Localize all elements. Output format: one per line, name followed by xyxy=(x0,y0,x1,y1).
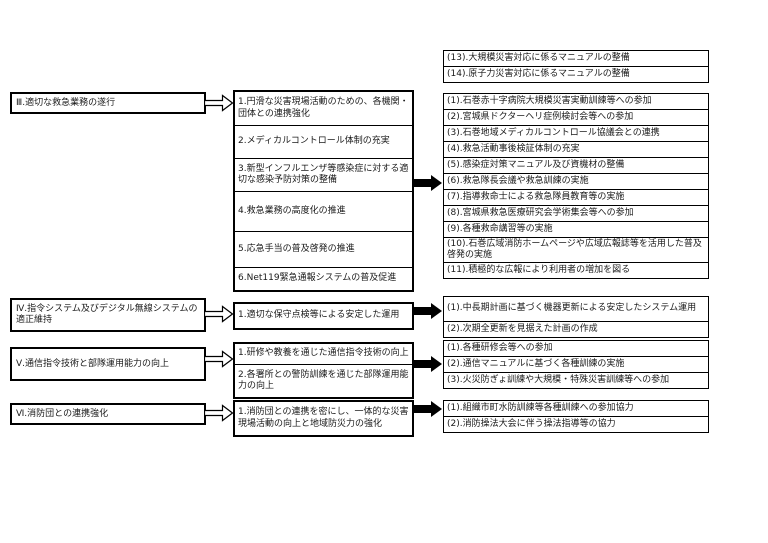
list-item: 1.研修や教養を通じた通信指令技術の向上 xyxy=(235,344,412,365)
top-right-stack: (13).大規模災害対応に係るマニュアルの整備 (14).原子力災害対応に係るマ… xyxy=(443,50,709,83)
list-item: 2.メディカルコントロール体制の充実 xyxy=(235,126,412,159)
list-item: (2).次期全更新を見据えた計画の作成 xyxy=(443,321,709,338)
middle-stack-4: 1.適切な保守点検等による安定した運用 xyxy=(233,302,414,330)
list-item: (7).指導救命士による救急隊員教育等の実施 xyxy=(443,189,709,206)
list-item: 3.新型インフルエンザ等感染症に対する適切な感染予防対策の整備 xyxy=(235,159,412,192)
list-item: (3).石巻地域メディカルコントロール協議会との連携 xyxy=(443,125,709,142)
list-item: 6.Net119緊急通報システムの普及促進 xyxy=(238,273,397,284)
list-item: (8).宮城県救急医療研究会学術集会等への参加 xyxy=(443,205,709,222)
arrow-solid-icon xyxy=(413,175,443,191)
list-item: (13).大規模災害対応に係るマニュアルの整備 xyxy=(443,50,709,67)
arrow-outline-icon xyxy=(203,350,234,368)
list-item: 2.各署所との警防訓練を通じた部隊運用能力の向上 xyxy=(238,369,409,391)
list-item: (2).通信マニュアルに基づく各種訓練の実施 xyxy=(443,356,709,373)
list-item: (6).救急隊長会議や救急訓練の実施 xyxy=(443,173,709,190)
heading-box-5: Ⅴ.通信指令技術と部隊運用能力の向上 xyxy=(10,347,206,381)
arrow-solid-icon xyxy=(413,401,443,417)
arrow-solid-icon xyxy=(413,303,443,319)
list-item: 1.消防団との連携を密にし、一体的な災害現場活動の向上と地域防災力の強化 xyxy=(238,407,409,429)
list-item: (1).中長期計画に基づく機器更新による安定したシステム運用 xyxy=(443,296,709,322)
right-stack-3: (1).石巻赤十字病院大規模災害実動訓練等への参加 (2).宮城県ドクターヘリ症… xyxy=(443,93,709,279)
middle-stack-3: 1.円滑な災害現場活動のための、各機関・団体との連携強化 2.メディカルコントロ… xyxy=(233,90,414,292)
list-item: (1).組織市町水防訓練等各種訓練への参加協力 xyxy=(443,400,709,417)
right-stack-4: (1).中長期計画に基づく機器更新による安定したシステム運用 (2).次期全更新… xyxy=(443,296,709,338)
arrow-outline-icon xyxy=(203,305,234,323)
list-item: 5.応急手当の普及啓発の推進 xyxy=(235,232,412,268)
arrow-outline-icon xyxy=(203,404,234,422)
right-stack-5: (1).各種研修会等への参加 (2).通信マニュアルに基づく各種訓練の実施 (3… xyxy=(443,340,709,389)
middle-stack-6: 1.消防団との連携を密にし、一体的な災害現場活動の向上と地域防災力の強化 xyxy=(233,400,414,437)
heading-box-3: Ⅲ.適切な救急業務の遂行 xyxy=(10,92,206,114)
list-item: 1.円滑な災害現場活動のための、各機関・団体との連携強化 xyxy=(235,92,412,126)
list-item: (1).各種研修会等への参加 xyxy=(443,340,709,357)
middle-stack-5: 1.研修や教養を通じた通信指令技術の向上 2.各署所との警防訓練を通じた部隊運用… xyxy=(233,342,414,399)
arrow-outline-icon xyxy=(203,94,234,112)
list-item: 4.救急業務の高度化の推進 xyxy=(235,192,412,232)
list-item: (2).宮城県ドクターヘリ症例検討会等への参加 xyxy=(443,109,709,126)
list-item: (2).消防操法大会に伴う操法指導等の協力 xyxy=(443,416,709,433)
list-item: (9).各種救命講習等の実施 xyxy=(443,221,709,238)
list-item: (5).感染症対策マニュアル及び資機材の整備 xyxy=(443,157,709,174)
arrow-solid-icon xyxy=(413,356,443,372)
list-item: (1).石巻赤十字病院大規模災害実動訓練等への参加 xyxy=(443,93,709,110)
heading-box-4: Ⅳ.指令システム及びデジタル無線システムの適正維持 xyxy=(10,298,206,332)
list-item: 1.適切な保守点検等による安定した運用 xyxy=(238,310,400,321)
list-item: (3).火災防ぎょ訓練や大規模・特殊災害訓練等への参加 xyxy=(443,372,709,389)
list-item: (11).積極的な広報により利用者の増加を図る xyxy=(443,262,709,279)
list-item: (10).石巻広域消防ホームページや広域広報誌等を活用した普及啓発の実施 xyxy=(443,237,709,263)
heading-box-6: Ⅵ.消防団との連携強化 xyxy=(10,403,206,425)
list-item: (4).救急活動事後検証体制の充実 xyxy=(443,141,709,158)
list-item: (14).原子力災害対応に係るマニュアルの整備 xyxy=(443,66,709,83)
right-stack-6: (1).組織市町水防訓練等各種訓練への参加協力 (2).消防操法大会に伴う操法指… xyxy=(443,400,709,433)
